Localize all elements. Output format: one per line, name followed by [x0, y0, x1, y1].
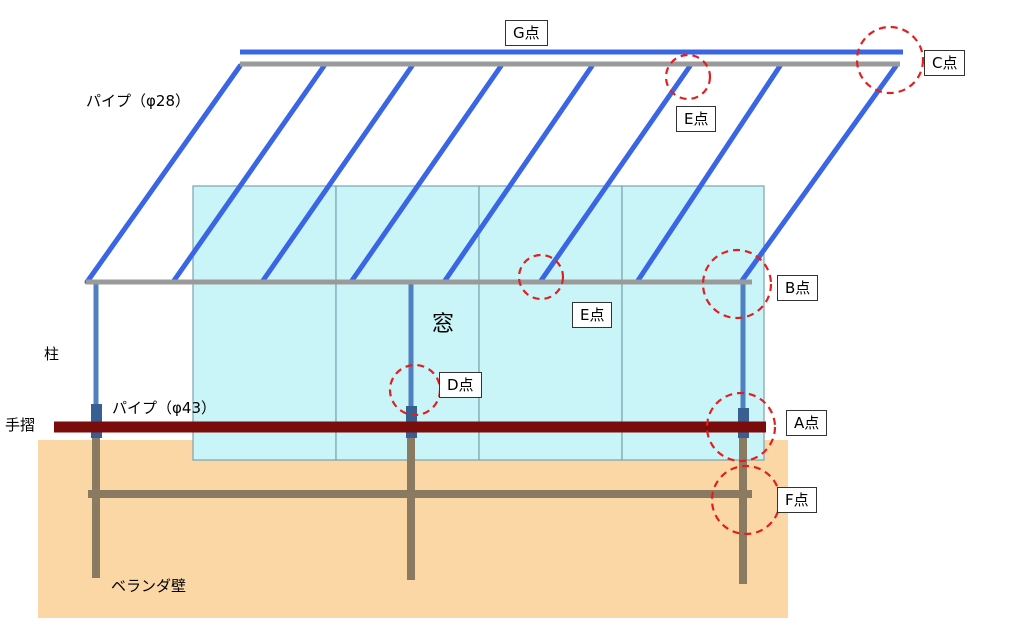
- label-veranda-wall: ベランダ壁: [111, 577, 187, 595]
- label-pillar: 柱: [44, 345, 60, 363]
- roof-pipe-3: [259, 63, 415, 285]
- roof-pipe-7: [634, 63, 783, 285]
- marker-c: [855, 25, 925, 95]
- label-point-a: A点: [786, 410, 828, 436]
- label-handrail: 手摺: [5, 416, 36, 434]
- label-window: 窓: [432, 312, 455, 337]
- label-point-g: G点: [505, 20, 548, 46]
- label-point-d: D点: [439, 372, 482, 398]
- marker-e-mid: [517, 253, 565, 301]
- label-point-f: F点: [777, 487, 817, 513]
- roof-pipes: [84, 63, 899, 285]
- label-pipe-28: パイプ（φ28）: [86, 92, 190, 110]
- label-point-e-top: E点: [676, 106, 717, 132]
- roof-pipe-6: [537, 63, 693, 285]
- roof-pipe-8: [738, 63, 899, 285]
- post-joint-left: [91, 404, 102, 438]
- window-pane-1: [192, 185, 337, 461]
- marker-b: [701, 248, 773, 320]
- marker-a: [705, 391, 777, 463]
- roof-pipe-2: [170, 63, 327, 285]
- label-point-c: C点: [924, 50, 966, 76]
- label-point-b: B点: [777, 275, 819, 301]
- marker-e-top: [664, 53, 712, 101]
- label-point-e-mid: E点: [572, 302, 613, 328]
- roof-pipe-5: [441, 63, 595, 285]
- label-pipe-43: パイプ（φ43）: [112, 399, 216, 417]
- roof-pipe-4: [348, 63, 504, 285]
- roof-pipe-1: [84, 63, 243, 285]
- window: [192, 185, 765, 461]
